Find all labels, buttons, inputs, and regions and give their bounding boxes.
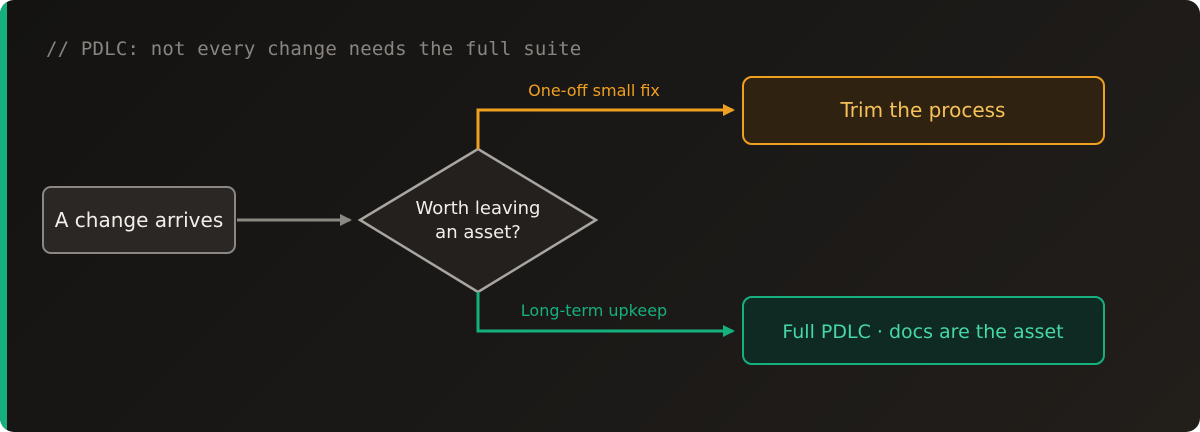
outcome-trim-box bbox=[742, 76, 1105, 145]
start-node-box bbox=[42, 186, 236, 254]
outcome-full-pdlc-label: Full PDLC · docs are the asset bbox=[782, 321, 1063, 343]
outcome-full-pdlc-box bbox=[742, 296, 1105, 365]
decision-diamond bbox=[357, 147, 599, 294]
outcome-full-pdlc-node: Full PDLC · docs are the asset bbox=[742, 296, 1105, 365]
accent-bar bbox=[0, 0, 7, 432]
decision-label-line1: Worth leaving bbox=[416, 198, 541, 219]
top-branch-label: One-off small fix bbox=[528, 81, 660, 100]
decision-node: Worth leaving an asset? bbox=[357, 147, 599, 294]
header-comment: // PDLC: not every change needs the full… bbox=[46, 38, 582, 60]
arrow-bottom-branch bbox=[476, 292, 735, 337]
start-node: A change arrives bbox=[42, 186, 236, 254]
start-node-label: A change arrives bbox=[55, 208, 223, 232]
arrow-top-branch bbox=[476, 104, 735, 149]
outcome-trim-node: Trim the process bbox=[742, 76, 1105, 145]
outcome-trim-label: Trim the process bbox=[840, 98, 1006, 122]
bottom-branch-label: Long-term upkeep bbox=[521, 301, 667, 320]
decision-label-line2: an asset? bbox=[435, 222, 521, 243]
